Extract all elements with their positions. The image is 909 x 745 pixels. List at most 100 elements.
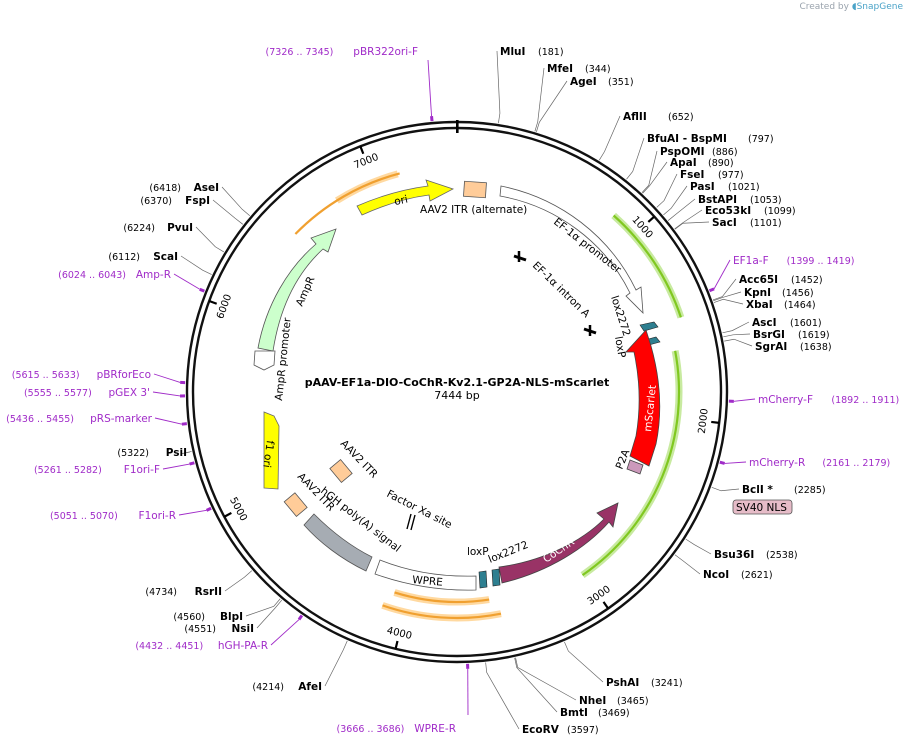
primer-prs-marker[interactable]: pRS-marker(5436 .. 5455) [6,413,188,426]
site-asei[interactable]: AseI(6418) [149,182,219,194]
site-name: BlpI [220,611,243,623]
site-saci[interactable]: SacI(1101) [712,217,782,229]
ef1a-intron-feature[interactable] [513,251,597,336]
sv40-nls-tag[interactable] [732,499,793,515]
site-name: BmtI [560,707,588,719]
p2a-feature[interactable] [626,459,644,475]
primer-pbr322ori-f[interactable]: pBR322ori-F(7326 .. 7345) [266,46,434,122]
site-rsrii[interactable]: RsrII(4734) [145,586,222,598]
primer-hgh-pa-r[interactable]: hGH-PA-R(4432 .. 4451) [135,614,304,652]
lox2272-b-feature[interactable] [491,568,501,587]
primer-pgex-3[interactable]: pGEX 3'(5555 .. 5577) [24,387,186,399]
site-blpi[interactable]: BlpI (4560) [173,611,243,623]
site-psii[interactable]: PsiI(5322) [117,447,187,459]
tick-2000 [711,420,720,424]
site-bsu36i[interactable]: Bsu36I(2538) [714,549,798,561]
site-leader-asci [722,321,750,334]
site-name: Bsu36I [714,549,754,561]
site-acc65i[interactable]: Acc65I(1452) [739,274,823,286]
aav2-itr-c-feature[interactable] [283,492,308,517]
site-leader-asei [221,186,251,217]
site-agei[interactable]: AgeI(351) [570,76,634,88]
site-kpni[interactable]: KpnI(1456) [744,287,814,299]
site-position: (351) [608,77,634,88]
site-bmti[interactable]: BmtI(3469) [560,707,630,719]
site-leader-sgrai [724,338,753,347]
loxp-b-feature[interactable] [478,570,488,589]
ori-feature[interactable] [356,179,455,216]
primer-mark-f1ori-r [205,506,212,512]
site-fsei[interactable]: FseI(977) [680,169,744,181]
site-name: ScaI [153,251,178,263]
site-bstapi[interactable]: BstAPI(1053) [698,194,782,206]
ampr-feature[interactable] [257,228,337,352]
hgh-polya-feature[interactable] [303,513,373,572]
lox2272-a-feature[interactable] [639,321,659,332]
site-name: AfeI [298,681,322,693]
site-pspomi[interactable]: PspOMI(886) [660,146,738,158]
site-position: (4734) [145,587,177,598]
primer-range: (5555 .. 5577) [24,388,92,399]
primer-range: (1892 .. 1911) [831,395,899,406]
site-name: XbaI [746,299,773,311]
site-pshai[interactable]: PshAI(3241) [606,677,683,689]
site-ncoi[interactable]: NcoI(2621) [703,569,773,581]
site-name: Eco53kI [705,205,751,217]
site-name: PspOMI [660,146,705,158]
site-mfei[interactable]: MfeI(344) [547,63,611,75]
primer-leader-f1ori-f [162,463,190,470]
f1-ori-feature[interactable] [263,411,280,490]
factor-xa-feature[interactable] [406,513,416,531]
site-leader-saci [674,221,710,230]
site-mlui[interactable]: MluI(181) [500,46,564,58]
site-leader-bfuai-bspmi [626,137,645,180]
cochr-feature[interactable] [498,502,619,584]
tick-label-6000: 6000 [215,293,234,321]
leader-lines [180,50,753,730]
site-name: MfeI [547,63,573,75]
site-sgrai[interactable]: SgrAI(1638) [755,341,832,353]
site-leader-pasi [663,185,688,216]
site-asci[interactable]: AscI(1601) [752,317,822,329]
mscarlet-feature[interactable] [625,329,661,467]
primer-f1ori-r[interactable]: F1ori-R(5051 .. 5070) [50,506,212,522]
ampr-promoter-feature[interactable] [253,350,276,371]
primer-ef1a-f[interactable]: EF1a-F(1399 .. 1419) [708,255,854,293]
site-pvui[interactable]: PvuI(6224) [123,222,193,234]
primer-amp-r[interactable]: Amp-R(6024 .. 6043) [58,269,205,293]
site-position: (4214) [252,682,284,693]
primer-mcherry-f[interactable]: mCherry-F(1892 .. 1911) [728,394,899,406]
site-position: (1638) [800,342,832,353]
site-apai[interactable]: ApaI(890) [670,157,734,169]
site-nsii[interactable]: NsiI(4551) [184,623,254,635]
aav2-itr-alt-feature[interactable] [463,180,487,199]
primer-mcherry-r[interactable]: mCherry-R(2161 .. 2179) [719,457,890,469]
primer-pbrforeco[interactable]: pBRforEco(5615 .. 5633) [12,369,186,385]
site-leader-nsii [256,599,283,629]
site-scai[interactable]: ScaI(6112) [108,251,178,263]
site-xbai[interactable]: XbaI(1464) [746,299,816,311]
aav2-itr-b-feature[interactable] [329,459,353,483]
wpre-feature[interactable] [374,559,477,591]
site-position: (4560) [173,612,205,623]
site-leader-fsei [656,173,678,208]
site-leader-bmti [514,657,558,713]
site-nhei[interactable]: NheI(3465) [579,695,649,707]
primer-wpre-r[interactable]: WPRE-R(3666 .. 3686) [337,663,470,735]
primer-f1ori-f[interactable]: F1ori-F(5261 .. 5282) [34,461,195,476]
site-eco53ki[interactable]: Eco53kI(1099) [705,205,796,217]
site-ecorv[interactable]: EcoRV(3597) [522,724,599,736]
site-bcli[interactable]: BclI *(2285) [742,484,826,496]
site-aflii[interactable]: AflII(652) [623,111,694,123]
site-pasi[interactable]: PasI(1021) [690,181,760,193]
primer-mark-f1ori-f [189,461,195,466]
site-bfuai-bspmi[interactable]: BfuAI - BspMI(797) [647,133,774,145]
aav2-itr-alt-label: AAV2 ITR (alternate) [420,204,527,216]
primer-leader-pbrforeco [153,373,181,383]
site-bsrgi[interactable]: BsrGI(1619) [753,329,830,341]
site-position: (3241) [651,678,683,689]
site-fspi[interactable]: FspI(6370) [140,195,210,207]
orf-layer [294,170,685,622]
site-afei[interactable]: AfeI (4214) [252,681,322,693]
ef1a-promoter-feature[interactable] [499,185,644,315]
